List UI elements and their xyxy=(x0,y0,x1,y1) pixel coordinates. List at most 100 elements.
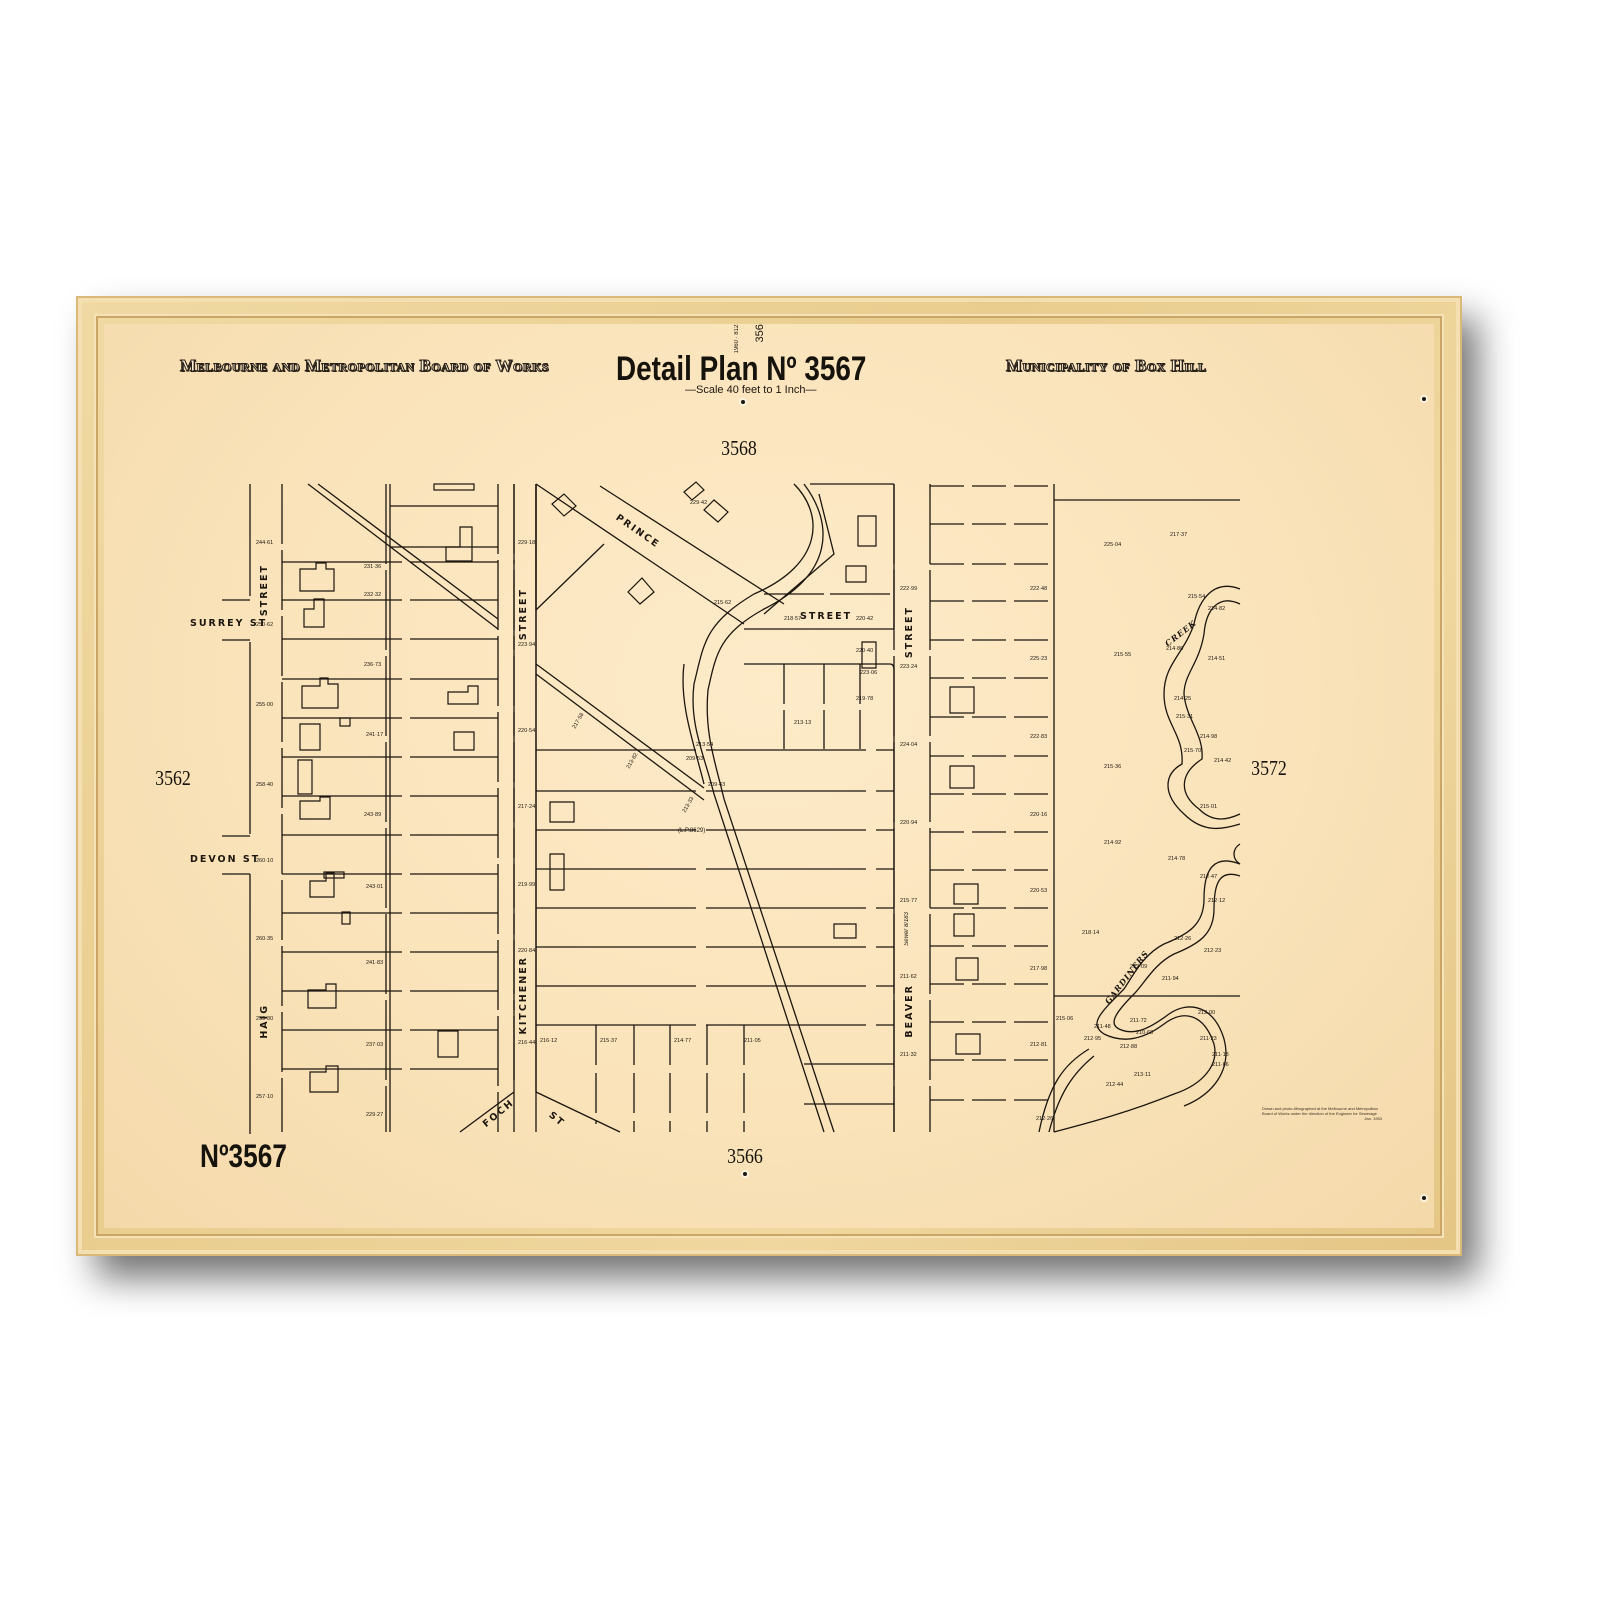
spot-level: 225·23 xyxy=(1030,656,1048,662)
spot-level: 214·92 xyxy=(1104,840,1122,846)
spot-level: 257·10 xyxy=(256,1094,274,1100)
spot-level: 211·48 xyxy=(1094,1024,1111,1030)
spot-level: 209·53 xyxy=(686,756,704,762)
spot-level: 212·00 xyxy=(1198,1010,1216,1016)
spot-level: 212·09 xyxy=(1130,964,1148,970)
spot-level: 220·16 xyxy=(1030,812,1048,818)
spot-level: 215·06 xyxy=(1056,1016,1074,1022)
street-label-haig-street: STREET xyxy=(259,564,270,617)
spot-level: 214·25 xyxy=(1174,696,1192,702)
scale-label: —Scale 40 feet to 1 Inch— xyxy=(685,384,817,396)
adjoining-sheet-south[interactable]: 3566 xyxy=(727,1144,763,1168)
spot-level: 215·01 xyxy=(1200,804,1218,810)
spot-level: 222·99 xyxy=(900,586,918,592)
spot-level: 215·77 xyxy=(900,898,918,904)
spot-level: 260·10 xyxy=(256,858,274,864)
spot-level: 209·43 xyxy=(708,782,726,788)
imprint-date: Jan. 1953 xyxy=(1364,1116,1382,1121)
spot-level: 212·81 xyxy=(1030,1042,1048,1048)
spot-level: 220·40 xyxy=(856,648,874,654)
spot-level: 214·98 xyxy=(1200,734,1218,740)
spot-level: 220·53 xyxy=(1030,888,1048,894)
spot-level: 214·82 xyxy=(1208,606,1226,612)
lp-annotation: (L.P.8629) xyxy=(678,828,706,834)
spot-level: 213·54 xyxy=(696,742,714,748)
spot-level: 241·83 xyxy=(366,960,384,966)
spot-level: 213·13 xyxy=(794,720,812,726)
spot-level: 220·84 xyxy=(518,948,536,954)
spot-level: 231·36 xyxy=(364,564,382,570)
spot-level: 214·86 xyxy=(1166,646,1184,652)
street-label-prince-street: STREET xyxy=(800,611,853,622)
spot-level: 214·77 xyxy=(674,1038,692,1044)
spot-level: 260·35 xyxy=(256,936,274,942)
spot-level: 241·17 xyxy=(366,732,384,738)
spot-level: 213·11 xyxy=(1134,1072,1151,1078)
adjoining-sheet-west[interactable]: 3562 xyxy=(155,766,191,790)
spot-level: 223·24 xyxy=(900,664,918,670)
spot-level: 211·72 xyxy=(1130,1018,1147,1024)
map-linework xyxy=(222,481,1241,1134)
spot-level: 217·37 xyxy=(1170,532,1188,538)
spot-level: 259·80 xyxy=(256,1016,274,1022)
street-label-devon: DEVON ST xyxy=(190,854,261,865)
spot-level: 224·04 xyxy=(900,742,918,748)
imprint-note: Drawn and photo-lithographed at the Melb… xyxy=(1262,1106,1412,1121)
spot-level: 250·62 xyxy=(256,622,274,628)
street-label-kitchener-street: STREET xyxy=(518,588,529,641)
spot-level: 215·62 xyxy=(714,600,732,606)
spot-level: 232·32 xyxy=(364,592,382,598)
plan-number-label: Nº3567 xyxy=(200,1138,287,1174)
spot-level: 216·44 xyxy=(518,1040,536,1046)
spot-level: 214·78 xyxy=(1168,856,1186,862)
spot-level: 212·44 xyxy=(1106,1082,1124,1088)
spot-level: 215·37 xyxy=(600,1038,618,1044)
street-label-beaver-street: STREET xyxy=(904,606,915,659)
street-label-kitchener: KITCHENER xyxy=(518,956,529,1035)
spot-level: 212·23 xyxy=(1204,948,1222,954)
spot-level: 243·89 xyxy=(364,812,382,818)
spot-level: 219·99 xyxy=(518,882,536,888)
spot-level: 220·54 xyxy=(518,728,536,734)
spot-level: 223·06 xyxy=(860,670,878,676)
spot-level: 210·68 xyxy=(1136,1030,1154,1036)
spot-level: 214·51 xyxy=(1208,656,1226,662)
street-label-surrey: SURREY ST xyxy=(190,618,268,629)
spot-level: 258·40 xyxy=(256,782,274,788)
spot-level: 222·48 xyxy=(1030,586,1048,592)
adjoining-sheet-north[interactable]: 3568 xyxy=(721,436,757,460)
spot-level: 236·73 xyxy=(364,662,382,668)
plan-title: Detail Plan Nº 3567 xyxy=(616,350,867,388)
spot-level: 215·70 xyxy=(1184,748,1202,754)
spot-level: 215·55 xyxy=(1114,652,1132,658)
map-sheet: Melbourne and Metropolitan Board of Work… xyxy=(104,324,1434,1228)
registration-mark xyxy=(741,400,745,404)
spot-level: 244·61 xyxy=(256,540,274,546)
sewer-note: Sewer 8/183 xyxy=(904,912,910,946)
spot-level: 222·83 xyxy=(1030,734,1048,740)
spot-level: 214·42 xyxy=(1214,758,1232,764)
spot-level: 211·32 xyxy=(900,1052,917,1058)
spot-level: 229·27 xyxy=(366,1112,384,1118)
street-label-beaver: BEAVER xyxy=(904,984,915,1038)
adjoining-sheet-east[interactable]: 3572 xyxy=(1251,756,1287,780)
imprint-line-2: Board of Works under the direction of th… xyxy=(1262,1111,1377,1116)
board-of-works-title: Melbourne and Metropolitan Board of Work… xyxy=(179,356,550,376)
imprint-line-1: Drawn and photo-lithographed at the Melb… xyxy=(1262,1106,1378,1111)
spot-level: 211·62 xyxy=(900,974,917,980)
spot-level: 219·78 xyxy=(856,696,874,702)
spot-level: 212·26 xyxy=(1036,1116,1054,1122)
spot-level: 217·24 xyxy=(518,804,536,810)
spot-level: 237·03 xyxy=(366,1042,384,1048)
spot-level: 255·00 xyxy=(256,702,274,708)
spot-level: 211·18 xyxy=(1212,1052,1229,1058)
spot-level: 215·31 xyxy=(1176,714,1194,720)
spot-level: 212·47 xyxy=(1200,874,1218,880)
spot-level: 220·42 xyxy=(856,616,874,622)
spot-level: 229·18 xyxy=(518,540,536,546)
spot-level: 229·42 xyxy=(690,500,708,506)
spot-level: 211·94 xyxy=(1162,976,1179,982)
spot-level: 211·05 xyxy=(744,1038,761,1044)
spot-level: 212·95 xyxy=(1084,1036,1102,1042)
spot-level: 215·54 xyxy=(1188,594,1206,600)
